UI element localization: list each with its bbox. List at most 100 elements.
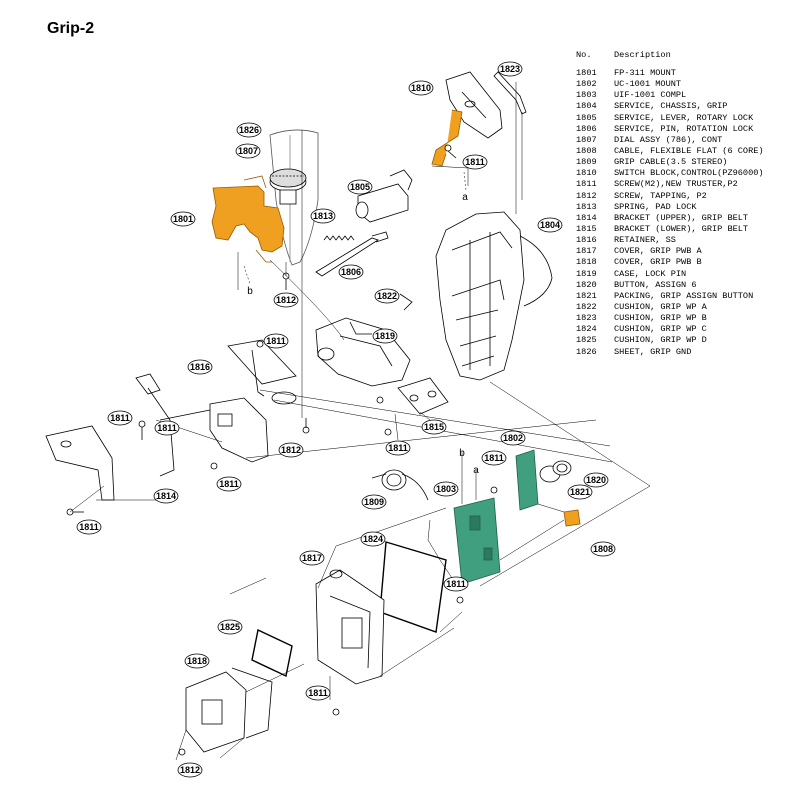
svg-text:1811: 1811: [446, 579, 466, 589]
callout-1805[interactable]: 1805: [347, 179, 373, 195]
svg-text:1812: 1812: [281, 445, 301, 455]
part-number: 1809: [576, 157, 597, 168]
part-description: SERVICE, LEVER, ROTARY LOCK: [614, 112, 754, 123]
part-number: 1826: [576, 346, 597, 357]
callout-1826[interactable]: 1826: [236, 122, 262, 138]
callout-1812[interactable]: 1812: [177, 762, 203, 778]
callout-1803[interactable]: 1803: [433, 481, 459, 497]
callout-1824[interactable]: 1824: [360, 531, 386, 547]
svg-text:1811: 1811: [157, 423, 177, 433]
part-number: 1808: [576, 145, 597, 156]
svg-text:1803: 1803: [436, 484, 456, 494]
part-number: 1804: [576, 101, 597, 112]
callout-1821[interactable]: 1821: [567, 484, 593, 500]
part-description: BRACKET (UPPER), GRIP BELT: [614, 212, 749, 223]
callout-1816[interactable]: 1816: [187, 359, 213, 375]
callout-1811[interactable]: 1811: [385, 440, 411, 456]
svg-text:1825: 1825: [220, 622, 240, 632]
part-description: RETAINER, SS: [614, 235, 676, 246]
grip-pwb-cover-a-part: [315, 569, 385, 685]
callout-1801[interactable]: 1801: [170, 211, 196, 227]
callout-1815[interactable]: 1815: [421, 419, 447, 435]
callout-1813[interactable]: 1813: [310, 208, 336, 224]
svg-text:1816: 1816: [190, 362, 210, 372]
grip-pwb-cover-b-part: [185, 667, 273, 753]
svg-text:1811: 1811: [465, 157, 485, 167]
header-description: Description: [614, 50, 671, 60]
callout-1811[interactable]: 1811: [481, 450, 507, 466]
fp-311-mount-part: [211, 175, 285, 263]
part-number: 1805: [576, 112, 597, 123]
svg-text:1811: 1811: [219, 479, 239, 489]
part-description: UIF-1001 COMPL: [614, 90, 687, 101]
part-description: SWITCH BLOCK,CONTROL(PZ96000): [614, 168, 764, 179]
part-description: DIAL ASSY (786), CONT: [614, 134, 723, 145]
callout-1807[interactable]: 1807: [235, 143, 261, 159]
callout-1814[interactable]: 1814: [153, 488, 179, 504]
callout-1811[interactable]: 1811: [443, 576, 469, 592]
part-number: 1825: [576, 335, 597, 346]
callout-1811[interactable]: 1811: [263, 333, 289, 349]
callout-1812[interactable]: 1812: [273, 292, 299, 308]
svg-text:1811: 1811: [266, 336, 286, 346]
callout-1825[interactable]: 1825: [217, 619, 243, 635]
cushion-wp-c-part: [379, 541, 447, 633]
flat-cable-part: [563, 509, 581, 527]
parts-list-row: 1826 SHEET, GRIP GND: [576, 347, 796, 358]
callout-1811[interactable]: 1811: [107, 410, 133, 426]
retainer-part: [227, 339, 297, 405]
svg-text:1817: 1817: [302, 553, 322, 563]
callout-1819[interactable]: 1819: [372, 328, 398, 344]
callout-1818[interactable]: 1818: [184, 653, 210, 669]
part-description: PACKING, GRIP ASSIGN BUTTON: [614, 290, 754, 301]
part-description: SHEET, GRIP GND: [614, 346, 692, 357]
callout-1804[interactable]: 1804: [537, 217, 563, 233]
parts-list-row: 1825 CUSHION, GRIP WP D: [576, 335, 796, 346]
svg-text:1804: 1804: [540, 220, 560, 230]
svg-text:1811: 1811: [79, 522, 99, 532]
callout-1820[interactable]: 1820: [583, 472, 609, 488]
svg-text:1812: 1812: [180, 765, 200, 775]
rotation-lock-pin-part: [315, 231, 389, 277]
callout-1802[interactable]: 1802: [500, 430, 526, 446]
part-description: CUSHION, GRIP WP D: [614, 335, 707, 346]
part-number: 1803: [576, 90, 597, 101]
part-number: 1822: [576, 301, 597, 312]
svg-text:1805: 1805: [350, 182, 370, 192]
callout-1823[interactable]: 1823: [497, 61, 523, 77]
svg-text:1819: 1819: [375, 331, 395, 341]
callout-1811[interactable]: 1811: [462, 154, 488, 170]
uc-1001-mount-part: [515, 449, 539, 511]
part-number: 1811: [576, 179, 597, 190]
callout-1817[interactable]: 1817: [299, 550, 325, 566]
callout-1811[interactable]: 1811: [76, 519, 102, 535]
callout-1811[interactable]: 1811: [305, 685, 331, 701]
assign-button-part: [539, 460, 572, 483]
part-number: 1813: [576, 201, 597, 212]
part-description: CUSHION, GRIP WP C: [614, 324, 707, 335]
callout-1822[interactable]: 1822: [374, 288, 400, 304]
svg-text:1820: 1820: [586, 475, 606, 485]
callout-1810[interactable]: 1810: [408, 80, 434, 96]
svg-text:1811: 1811: [110, 413, 130, 423]
callout-1808[interactable]: 1808: [590, 541, 616, 557]
part-number: 1802: [576, 79, 597, 90]
callout-1811[interactable]: 1811: [216, 476, 242, 492]
callout-1811[interactable]: 1811: [154, 420, 180, 436]
callout-1806[interactable]: 1806: [338, 264, 364, 280]
svg-text:1801: 1801: [173, 214, 193, 224]
parts-list-header: No. Description: [576, 50, 796, 68]
callout-1809[interactable]: 1809: [361, 494, 387, 510]
svg-text:1823: 1823: [500, 64, 520, 74]
connector-mark-a: a: [462, 192, 468, 203]
part-description: GRIP CABLE(3.5 STEREO): [614, 157, 728, 168]
callout-1812[interactable]: 1812: [278, 442, 304, 458]
